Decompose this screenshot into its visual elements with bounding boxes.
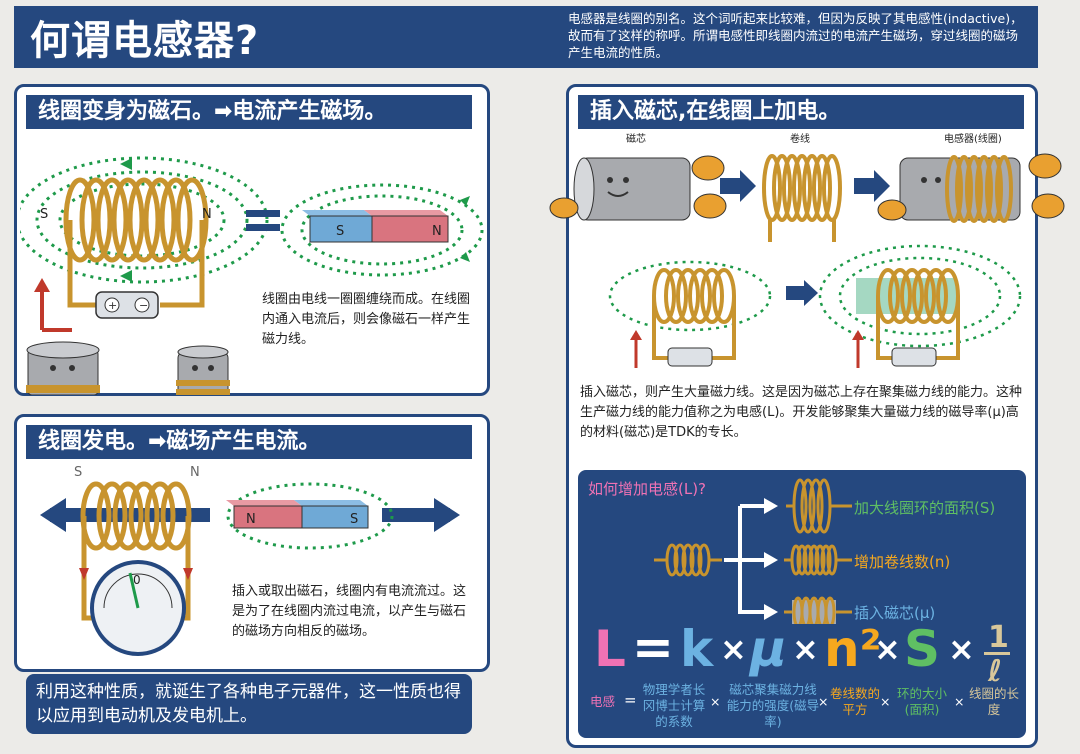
label-inductor: 电感器(线圈) <box>944 132 1002 145</box>
magnet-field-line <box>280 183 484 277</box>
field-arrow <box>120 270 132 282</box>
field-line <box>58 182 226 258</box>
base-coil <box>654 543 722 577</box>
svg-text:S: S <box>336 224 344 239</box>
coil <box>63 177 209 263</box>
caption-mu: 磁芯聚集磁力线能力的强度(磁导率) <box>726 682 820 729</box>
caption-times: × <box>818 694 829 709</box>
svg-text:+: + <box>108 299 117 312</box>
section3-title: 插入磁芯,在线圈上加电。 <box>578 95 1024 129</box>
bottom-note: 利用这种性质，就诞生了各种电子元器件，这一性质也得以应用到电动机及发电机上。 <box>36 682 461 726</box>
label-coil: 卷线 <box>790 132 810 145</box>
svg-text:S: S <box>350 512 358 527</box>
section1-text: 线圈由电线一圈圈缠绕而成。在线圈内通入电流后，则会像磁石一样产生磁力线。 <box>262 292 471 347</box>
wire-coil <box>762 154 842 222</box>
formula-k: k <box>680 620 714 678</box>
formula-times: × <box>874 630 901 668</box>
coil-magnet-diagram: + − S N S N <box>20 156 484 395</box>
header-description: 电感器是线圈的别名。这个词听起来比较难，但因为反映了其电感性(indactive… <box>568 11 1023 60</box>
formula-times: × <box>720 630 747 668</box>
magnet-n <box>371 215 449 243</box>
pole-s-label: S <box>40 207 48 222</box>
pole-n-label: N <box>202 207 212 222</box>
more-turns-coil <box>784 544 852 576</box>
core-diagram: 磁芯 卷线 电感器(线圈) <box>549 132 1065 368</box>
flow-arrow <box>874 170 890 202</box>
formula-L: L <box>594 620 626 678</box>
label-core: 磁芯 <box>626 132 646 145</box>
section2-text: 插入或取出磁石，线圈内有电流流过。这是为了在线圈内流过电流，以产生与磁石的磁场方… <box>232 584 467 639</box>
header-bar <box>14 6 1038 68</box>
caption-S: 环的大小(面积) <box>896 686 947 717</box>
meter-zero: 0 <box>133 573 141 587</box>
formula-times: × <box>792 630 819 668</box>
section2-title: 线圈发电。➡磁场产生电流。 <box>26 425 472 459</box>
magnet-s <box>309 215 373 243</box>
field-line <box>35 170 249 270</box>
field-line <box>20 156 269 284</box>
field-arrow <box>120 158 132 170</box>
wire <box>160 220 205 308</box>
section3-text: 插入磁芯，则产生大量磁力线。这是因为磁芯上存在聚集磁力线的能力。这种生产磁力线的… <box>580 385 1023 440</box>
equals-sign <box>246 210 280 217</box>
caption-times: × <box>954 694 965 709</box>
formula-one: 1 <box>988 620 1009 655</box>
caption-ell: 线圈的长度 <box>968 686 1019 717</box>
formula-ell: ℓ <box>988 654 1003 689</box>
coil-mascot-left <box>26 341 100 395</box>
svg-text:−: − <box>139 299 148 312</box>
flow-arrow <box>804 280 818 306</box>
coil-without-core <box>608 260 772 368</box>
coil-with-core <box>818 244 1022 368</box>
svg-text:N: N <box>432 224 442 239</box>
magnet-s <box>301 505 369 529</box>
meter-needle <box>128 572 140 609</box>
increase-option-core: 插入磁芯(μ) <box>854 604 936 622</box>
svg-text:N: N <box>246 512 256 527</box>
increase-title: 如何增加电感(L)? <box>588 480 707 498</box>
caption-L: 电感 <box>590 694 616 709</box>
pole-n-label: N <box>190 465 200 480</box>
formula-n2: n² <box>824 620 882 678</box>
wire <box>67 220 100 308</box>
page-title: 何谓电感器? <box>30 18 260 64</box>
inductor-mascot <box>877 153 1065 223</box>
bottom-note-box <box>26 674 472 734</box>
coil-mascot-right <box>176 345 230 395</box>
formula-eq: = <box>632 618 674 676</box>
caption-n2: 卷线数的平方 <box>830 686 881 717</box>
core-coil <box>784 596 852 624</box>
caption-times: × <box>710 694 721 709</box>
increase-option-area: 加大线圈环的面积(S) <box>854 499 996 517</box>
coil-generator-diagram: S N 0 N S <box>40 465 460 656</box>
increase-diagram <box>654 478 852 624</box>
core-mascot <box>549 155 727 221</box>
magnet-n <box>233 505 303 529</box>
flow-arrow <box>740 170 756 202</box>
increase-option-turns: 增加卷线数(n) <box>854 553 951 571</box>
large-area-coil <box>786 478 852 534</box>
motion-arrow-right <box>382 508 450 522</box>
formula-fraction-bar <box>984 652 1010 655</box>
caption-times: × <box>880 694 891 709</box>
formula-S: S <box>904 620 941 678</box>
formula-mu: μ <box>750 620 787 678</box>
pole-s-label: S <box>74 465 82 480</box>
caption-k: 物理学者长冈博士计算的系数 <box>642 682 706 729</box>
section1-title: 线圈变身为磁石。➡电流产生磁场。 <box>26 95 472 129</box>
formula-times: × <box>948 630 975 668</box>
coil <box>80 481 192 551</box>
caption-eq: = <box>624 691 637 709</box>
